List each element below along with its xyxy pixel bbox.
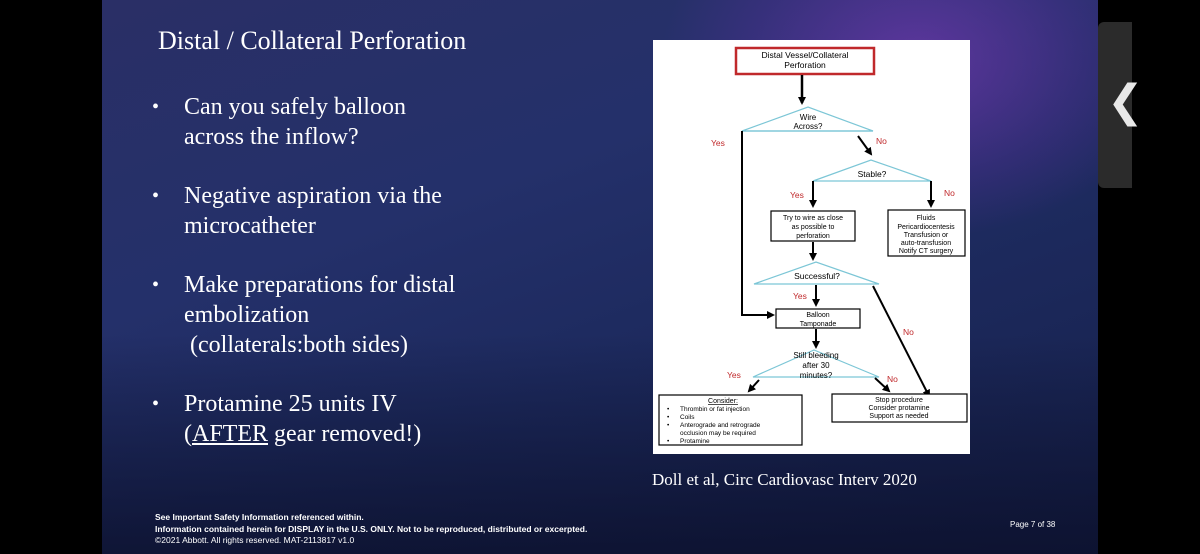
box-text: Try to wire as close xyxy=(783,215,843,222)
box-text: Transfusion or xyxy=(904,232,949,239)
bullet-text: (AFTER gear removed!) xyxy=(184,419,421,449)
label-no: No xyxy=(944,188,955,198)
bullet-text: Make preparations for distal xyxy=(184,272,456,298)
bullet-dot: • xyxy=(152,185,160,207)
balloon-box xyxy=(775,308,861,329)
try-wire-box xyxy=(770,210,856,242)
slide-title: Distal / Collateral Perforation xyxy=(158,26,467,55)
bullet-dot: • xyxy=(152,96,160,118)
bullet-text: Protamine 25 units IV xyxy=(184,391,397,417)
label-no: No xyxy=(903,327,914,337)
decision-text: Still bleeding xyxy=(793,351,838,360)
bullet-text: Negative aspiration via the xyxy=(184,183,442,209)
footer: See Important Safety Information referen… xyxy=(155,512,587,547)
footer-line: Information contained herein for DISPLAY… xyxy=(155,523,588,534)
bullet-dot: • xyxy=(667,438,670,445)
box-text: Anterograde and retrograde xyxy=(680,422,761,429)
page-number: Page 7 of 38 xyxy=(1010,520,1056,529)
bullet-text-rest: gear removed!) xyxy=(268,421,422,447)
box-text: Coils xyxy=(680,414,695,421)
slide: Distal / Collateral Perforation • Can yo… xyxy=(102,0,1098,554)
bullet-text-open: ( xyxy=(184,421,192,447)
bullet-dot: • xyxy=(667,414,670,421)
label-no: No xyxy=(876,136,887,146)
arrow xyxy=(741,131,775,319)
bullet-dot: • xyxy=(152,274,160,296)
footer-line: ©2021 Abbott. All rights reserved. MAT-2… xyxy=(155,535,355,545)
bullet-text: across the inflow? xyxy=(184,124,359,150)
bullet-text: microcatheter xyxy=(184,213,316,239)
label-yes: Yes xyxy=(711,138,725,148)
box-text: Pericardiocentesis xyxy=(897,224,955,231)
box-text: Fluids xyxy=(917,215,936,222)
box-text: occlusion may be required xyxy=(680,430,756,437)
box-text: Stop procedure xyxy=(875,397,923,404)
decision-still-bleeding xyxy=(752,349,880,378)
bullet-text: Can you safely balloon xyxy=(184,94,406,120)
consider-title: Consider: xyxy=(708,398,738,405)
box-text: perforation xyxy=(796,233,830,240)
box-text: Support as needed xyxy=(869,413,928,420)
start-box xyxy=(734,46,876,76)
label-yes: Yes xyxy=(727,370,741,380)
decision-text: Wire xyxy=(800,113,817,122)
arrow xyxy=(872,285,930,398)
bullet-dot: • xyxy=(667,422,670,429)
fluids-box xyxy=(887,209,966,257)
box-text: as possible to xyxy=(792,224,835,231)
flowchart-figure: Distal Vessel/Collateral Perforation Wir… xyxy=(653,40,970,454)
arrow xyxy=(747,379,760,393)
box-text: Tamponade xyxy=(800,321,837,328)
footer-line: See Important Safety Information referen… xyxy=(155,512,364,522)
chevron-left-icon[interactable]: ❮ xyxy=(1107,76,1144,127)
start-text: Perforation xyxy=(784,60,826,70)
decision-text: minutes? xyxy=(800,371,833,380)
arrow xyxy=(874,377,891,393)
decision-successful xyxy=(753,261,880,285)
box-text: Notify CT surgery xyxy=(899,248,954,255)
label-yes: Yes xyxy=(790,190,804,200)
flowchart-diagram: Distal Vessel/Collateral Perforation Wir… xyxy=(658,46,968,446)
decision-text: Stable? xyxy=(858,169,887,179)
stop-box xyxy=(831,393,968,423)
box-text: Thrombin or fat injection xyxy=(680,406,750,413)
bullet-text: (collaterals:both sides) xyxy=(184,332,408,358)
box-text: auto-transfusion xyxy=(901,240,951,247)
decision-text: Successful? xyxy=(794,271,840,281)
box-text: Protamine xyxy=(680,438,710,445)
bullet-dot: • xyxy=(152,393,160,415)
side-panel-toggle[interactable]: ❮ xyxy=(1098,22,1144,188)
consider-box xyxy=(658,394,803,446)
bullet-text-underlined: AFTER xyxy=(192,421,269,447)
citation: Doll et al, Circ Cardiovasc Interv 2020 xyxy=(652,470,917,489)
label-no: No xyxy=(887,374,898,384)
start-text: Distal Vessel/Collateral xyxy=(762,50,849,60)
decision-stable xyxy=(812,159,932,182)
label-yes: Yes xyxy=(793,291,807,301)
bullet-dot: • xyxy=(667,406,670,413)
decision-text: Across? xyxy=(794,122,823,131)
box-text: Balloon xyxy=(806,312,829,319)
decision-text: after 30 xyxy=(802,361,830,370)
bullet-text: embolization xyxy=(184,302,310,328)
box-text: Consider protamine xyxy=(868,405,929,412)
arrow xyxy=(857,135,873,156)
